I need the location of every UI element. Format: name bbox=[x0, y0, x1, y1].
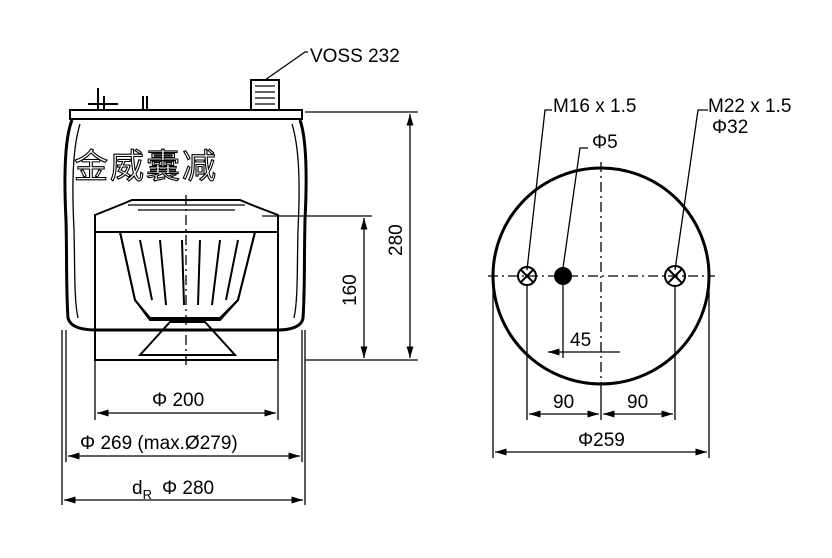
offset-pin-label: 45 bbox=[570, 330, 591, 351]
thread-right-label: M22 x 1.5 bbox=[708, 96, 791, 117]
port-label: VOSS 232 bbox=[310, 46, 400, 67]
pin-hole bbox=[554, 267, 572, 285]
thread-left-leader bbox=[526, 109, 552, 271]
top-plate bbox=[69, 109, 303, 120]
height-total-label: 280 bbox=[386, 224, 407, 256]
side-view: 金威囊减 VOSS 232 280 160 bbox=[61, 46, 418, 505]
bellow-inner-line bbox=[72, 123, 81, 319]
port-leader bbox=[264, 51, 308, 81]
top-view: M16 x 1.5 Φ5 M22 x 1.5 Φ32 45 90 90 Φ259 bbox=[488, 96, 791, 458]
dia-piston-label: Φ 200 bbox=[152, 390, 204, 411]
top-stud-mid bbox=[142, 96, 148, 110]
thread-right-leader bbox=[674, 109, 708, 271]
watermark: 金威囊减 bbox=[74, 147, 218, 187]
offset-left-label: 90 bbox=[553, 392, 574, 413]
offset-right-label: 90 bbox=[627, 392, 648, 413]
height-piston-label: 160 bbox=[340, 274, 361, 306]
dia-plate-label: Φ259 bbox=[578, 430, 625, 451]
pin-label: Φ5 bbox=[592, 132, 618, 153]
dia-right-label: Φ32 bbox=[712, 117, 748, 138]
top-stud-left bbox=[88, 88, 118, 110]
air-port-fitting bbox=[250, 79, 280, 111]
piston bbox=[94, 199, 279, 361]
bellow-contour bbox=[63, 119, 308, 332]
pin-leader bbox=[562, 147, 588, 269]
thread-left-label: M16 x 1.5 bbox=[553, 96, 636, 117]
dia-bellow-label: Φ 269 (max.Ø279) bbox=[80, 433, 238, 454]
